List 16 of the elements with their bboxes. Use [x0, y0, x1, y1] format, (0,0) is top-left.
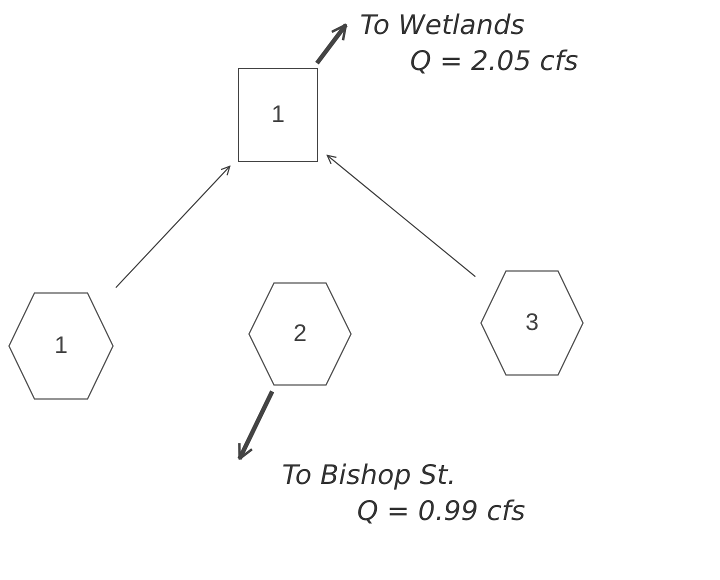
handwritten-note: To Bishop St.: [282, 459, 458, 493]
arrow: [238, 390, 274, 460]
arrow: [115, 166, 230, 288]
node-number: 1: [271, 101, 285, 129]
hexagon: [248, 282, 352, 386]
hexagon: [480, 270, 584, 376]
node-number: 2: [293, 320, 307, 348]
hexagon: [8, 292, 114, 400]
node-number: 1: [54, 332, 68, 360]
handwritten-note: Q = 2.05 cfs: [410, 45, 578, 80]
handwritten-note: To Wetlands: [360, 9, 526, 43]
node-number: 3: [525, 309, 539, 337]
arrow: [315, 24, 348, 65]
square-box: [238, 68, 318, 162]
handwritten-note: Q = 0.99 cfs: [357, 495, 526, 530]
arrow: [326, 154, 476, 278]
